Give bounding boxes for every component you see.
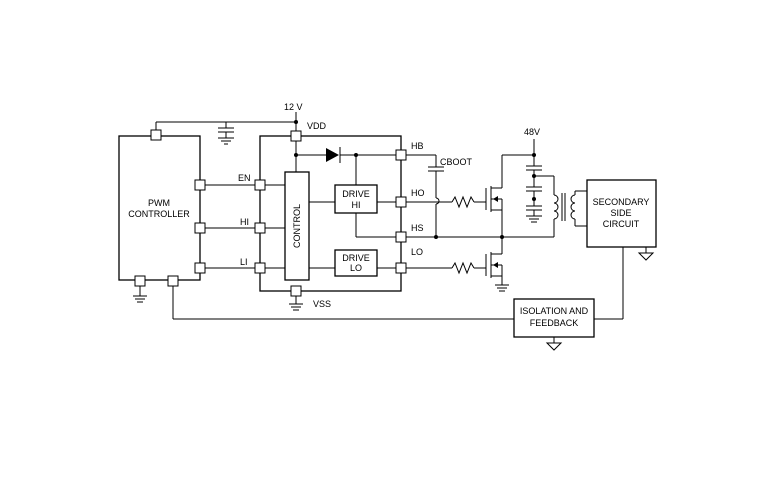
control-label: CONTROL [292,204,302,248]
pwm-ground-icon [133,286,147,303]
pwm-vdd-pin [150,129,162,141]
en-pin-label: EN [238,173,251,183]
ho-resistor-icon [451,195,475,209]
drive-lo-label-line1: DRIVE [342,253,370,263]
hs-pin-label: HS [411,223,424,233]
supply-rail: 12 V [155,102,303,145]
vdd-pin-label: VDD [307,121,327,131]
ic-hs-pin [395,231,407,243]
pwm-li-pin [194,262,206,274]
drive-hi-label-line2: HI [352,200,361,210]
vdd-supply-label: 12 V [284,102,303,112]
ic-lo-pin [395,262,407,274]
bus-voltage-label: 48V [524,127,540,137]
isolation-ground-icon [545,342,563,351]
transformer-secondary-icon [570,194,576,220]
power-stage: 48V [502,127,587,238]
ic-hb-pin [395,149,407,161]
hb-pin-label: HB [411,141,424,151]
lo-resistor-icon [451,261,475,275]
secondary-label-line1: SECONDARY [593,197,650,207]
ic-ho-pin [395,196,407,208]
ic-vdd-pin [290,130,302,142]
isolation-label-line1: ISOLATION AND [520,306,589,316]
transformer-primary-icon [553,194,559,220]
secondary-label-line2: SIDE [610,208,631,218]
pwm-controller-block: PWM CONTROLLER [118,129,206,287]
pwm-hi-pin [194,222,206,234]
pwm-gnd-pin [134,275,146,287]
ic-hi-pin [254,222,266,234]
drive-lo-label-line2: LO [350,263,362,273]
bootstrap-diode-icon [326,148,339,162]
ic-vss-pin [290,285,302,297]
ic-en-pin [254,179,266,191]
isolation-label-line2: FEEDBACK [530,318,579,328]
ic-li-pin [254,262,266,274]
driver-ic-block: VDD EN HI LI HB HO HS LO VSS CONTROL DRI… [205,121,425,311]
cboot-label: CBOOT [440,157,473,167]
secondary-label-line3: CIRCUIT [603,219,640,229]
pwm-controller-label-line1: PWM [148,198,170,208]
low-side-mosfet-icon [485,237,509,292]
pwm-fb-pin [167,275,179,287]
pwm-controller-label-line2: CONTROLLER [128,209,190,219]
isolation-feedback-block: ISOLATION AND FEEDBACK [172,286,595,351]
secondary-ground-icon [637,252,655,261]
vss-pin-label: VSS [313,299,331,309]
hi-pin-label: HI [240,217,249,227]
high-side-mosfet-icon [485,155,503,237]
li-pin-label: LI [240,257,248,267]
ho-pin-label: HO [411,188,425,198]
pwm-en-pin [194,179,206,191]
drive-hi-label-line1: DRIVE [342,189,370,199]
secondary-side-block: SECONDARY SIDE CIRCUIT [586,179,657,320]
bootstrap-network: CBOOT [406,154,504,275]
lo-pin-label: LO [411,247,423,257]
